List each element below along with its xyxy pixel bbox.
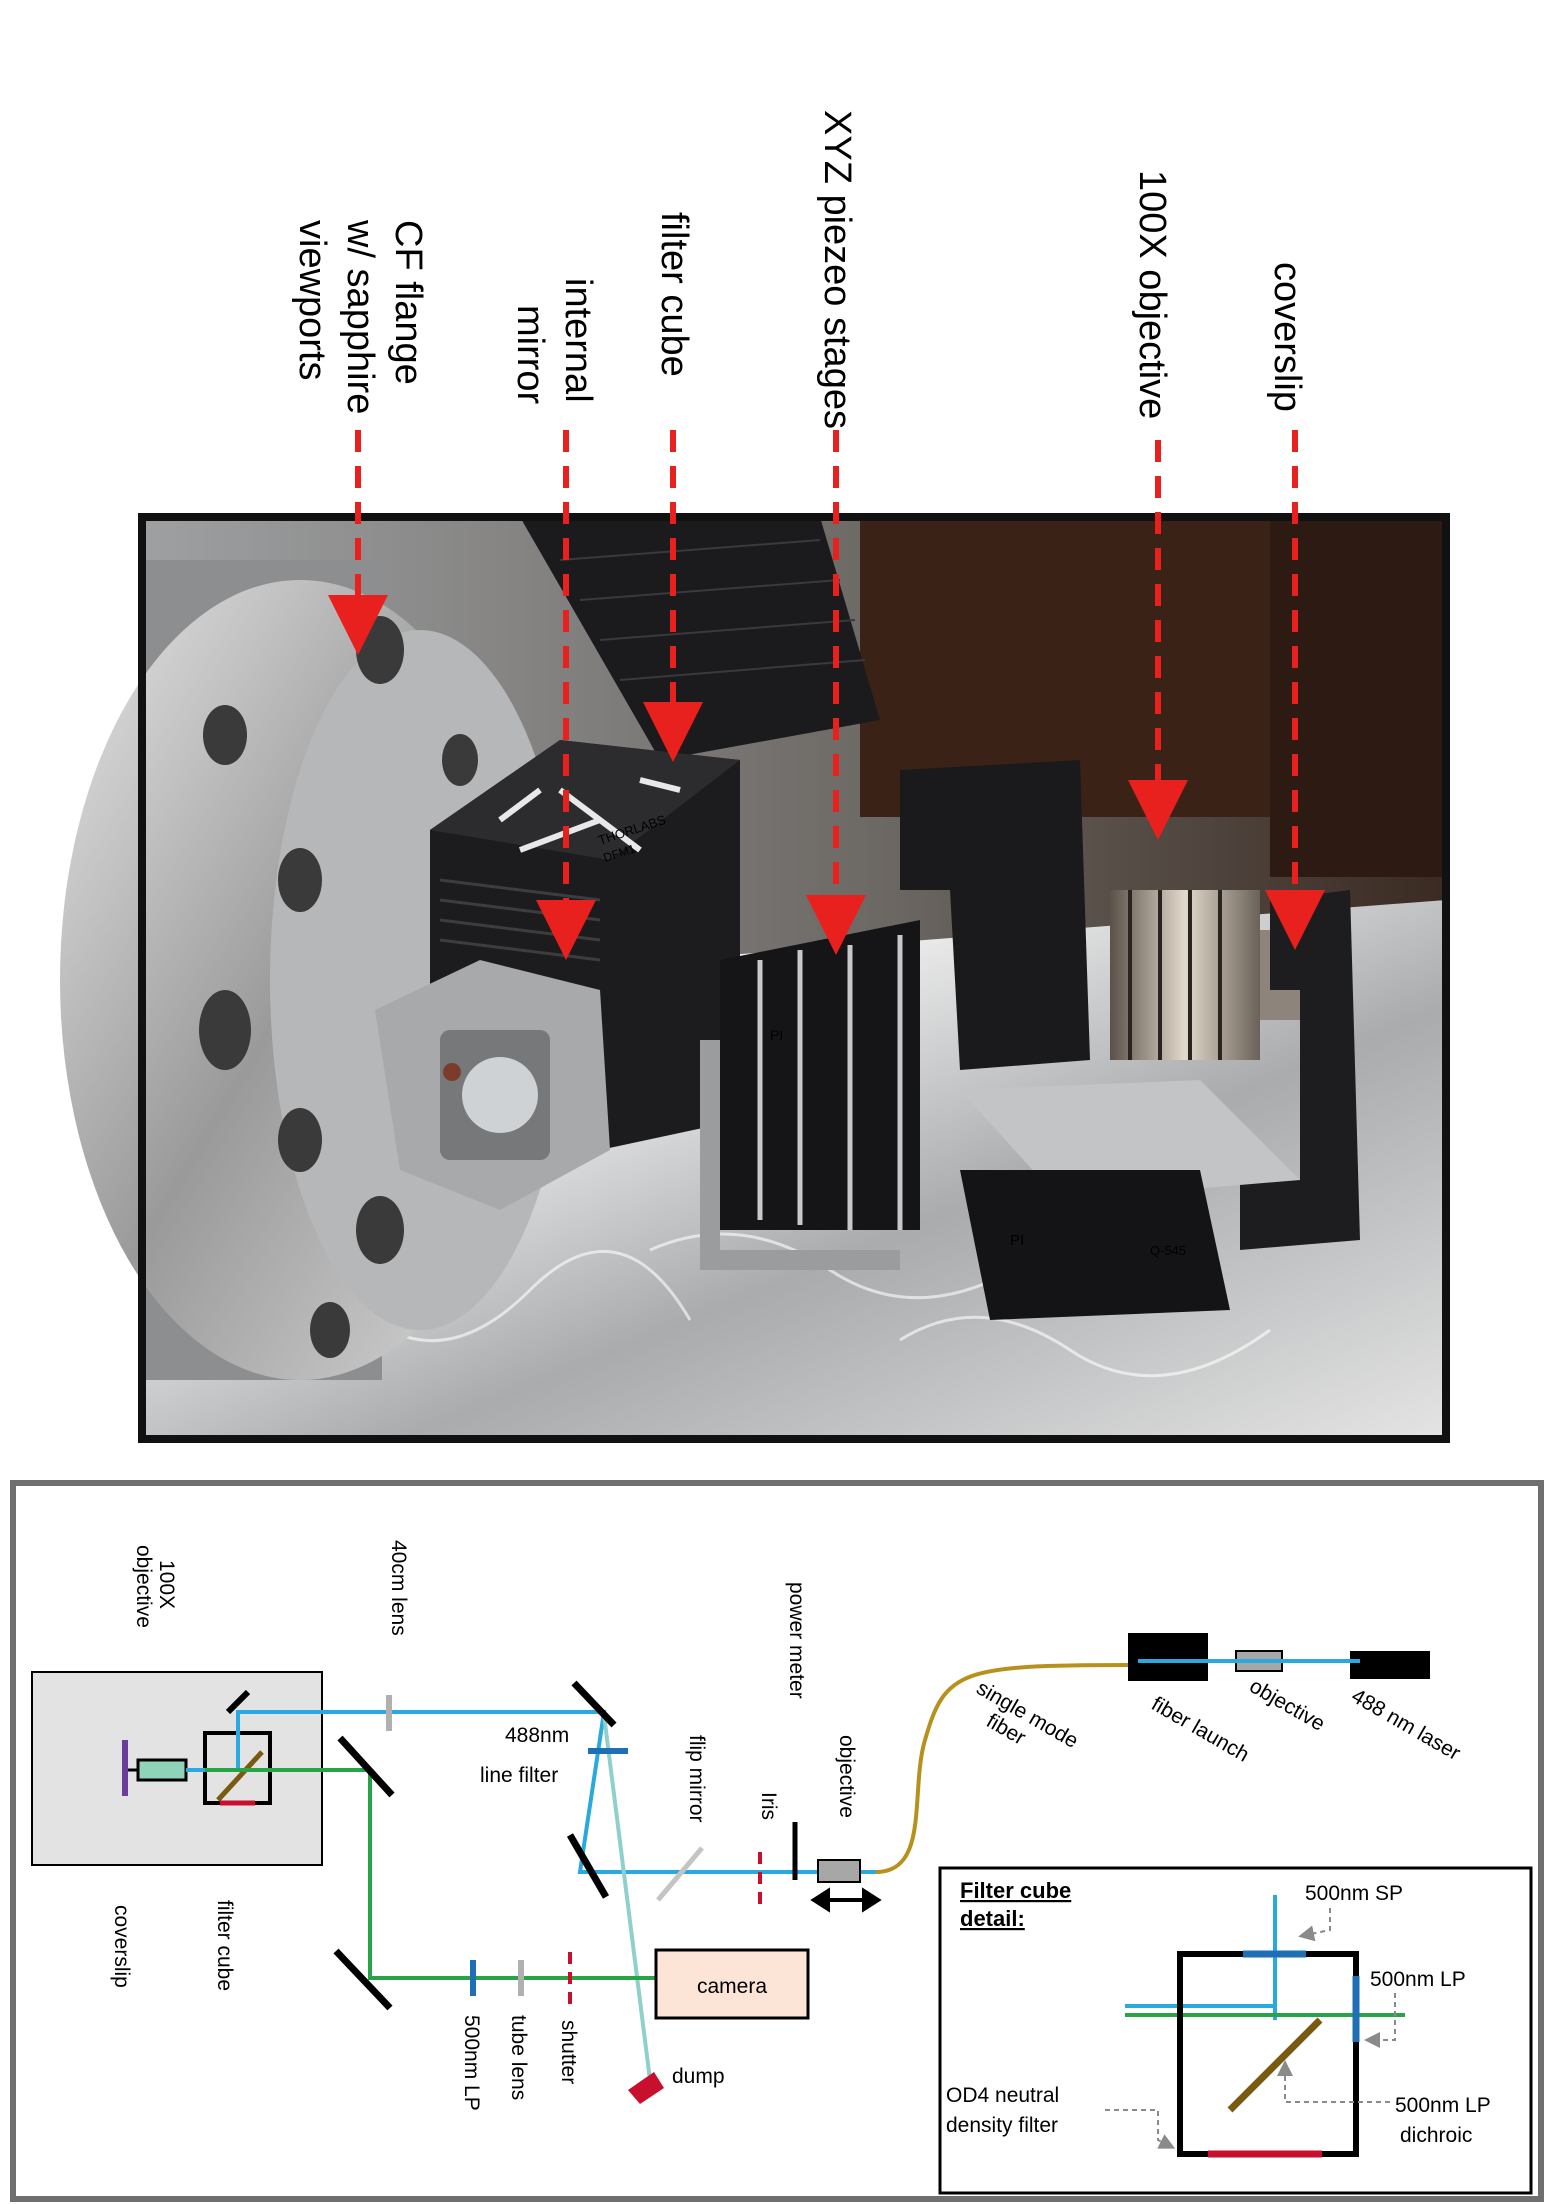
filter-cube-detail: Filter cube detail: 500nm SP 500nm LP OD… (938, 1866, 1533, 2195)
translation-arrow (810, 1887, 882, 1913)
emission-beam (205, 1768, 664, 1980)
iris-label: Iris (757, 1792, 780, 1820)
filter-cube-label: filter cube (213, 1900, 236, 1991)
fiber-coupling-objective-label: objective (835, 1735, 858, 1818)
photo-panel: THORLABS DFM1 PI PI (60, 513, 1450, 1443)
tube-lens-label: tube lens (507, 2015, 530, 2100)
single-mode-fiber (875, 1663, 1131, 1874)
dump-beam (602, 1714, 652, 2081)
filter-cube-label: filter cube (653, 212, 695, 377)
detail-dichroic-label-1: 500nm LP (1395, 2094, 1491, 2117)
fiber-launch (1128, 1633, 1208, 1681)
lp-500-label: 500nm LP (460, 2015, 483, 2111)
detail-od4-label-1: OD4 neutral (946, 2084, 1059, 2107)
pi-engraving-1: PI (770, 1027, 783, 1043)
detail-title-2: detail: (960, 1906, 1025, 1931)
cf-flange-line-1: CF flange (387, 220, 429, 385)
camera-label: camera (697, 1975, 767, 1998)
xyz-stages-label: XYZ piezeo stages (816, 110, 858, 429)
internal-mirror-line-1: internal (557, 278, 599, 403)
pi-engraving-2: PI (1010, 1232, 1024, 1249)
laser (1350, 1651, 1430, 1679)
coverslip-element (122, 1740, 128, 1796)
cf-flange-line-2: w/ sapphire (339, 219, 381, 414)
flip-mirror-label: flip mirror (685, 1735, 708, 1823)
objective-element (136, 1758, 188, 1782)
schematic-panel: 100X objective coverslip filter cube (10, 1480, 1544, 2202)
photo-labels: CF flange w/ sapphire viewports internal… (291, 110, 1308, 429)
mirror-3 (571, 1680, 617, 1728)
cf-flange-line-3: viewports (291, 220, 333, 381)
dump (628, 2072, 664, 2104)
camera (654, 1948, 810, 2020)
objective-100x-label: 100X objective (1131, 170, 1173, 419)
mirror-1 (337, 1735, 395, 1798)
coverslip-label: coverslip (1266, 262, 1308, 412)
dump-label: dump (672, 2065, 725, 2088)
q545-engraving: Q-545 (1150, 1243, 1186, 1258)
tube-lens (518, 1960, 524, 1996)
label-cf-flange: CF flange w/ sapphire viewports (291, 219, 429, 414)
lens-40cm-label: 40cm lens (387, 1540, 410, 1636)
mirrors (333, 1680, 617, 2011)
line-filter-label-1: 488nm (505, 1724, 569, 1747)
line-filter-label-2: line filter (480, 1764, 558, 1787)
label-internal-mirror: internal mirror (509, 278, 599, 405)
detail-dichroic (1227, 2017, 1323, 2113)
internal-mirror-line-2: mirror (509, 305, 551, 405)
shutter-label: shutter (557, 2020, 580, 2084)
flip-mirror (656, 1846, 704, 1902)
detail-title-1: Filter cube (960, 1878, 1071, 1903)
line-filter (588, 1748, 628, 1754)
coverslip-label: coverslip (110, 1905, 133, 1988)
power-meter-label: power meter (785, 1582, 808, 1699)
mirror-2 (333, 1948, 393, 2011)
detail-sp-label: 500nm SP (1305, 1882, 1403, 1905)
mirror-4 (566, 1833, 610, 1899)
lens-40cm (386, 1695, 392, 1731)
objective-100x-label-1: 100X (155, 1560, 178, 1609)
objective-100x-label-2: objective (132, 1545, 155, 1628)
detail-lp-label: 500nm LP (1370, 1968, 1466, 1991)
lp-500-filter (470, 1960, 476, 1996)
photo-arrows (328, 430, 1325, 960)
detail-dichroic-label-2: dichroic (1400, 2124, 1472, 2147)
detail-od4-label-2: density filter (946, 2114, 1058, 2137)
fiber-coupling-objective (817, 1859, 861, 1883)
